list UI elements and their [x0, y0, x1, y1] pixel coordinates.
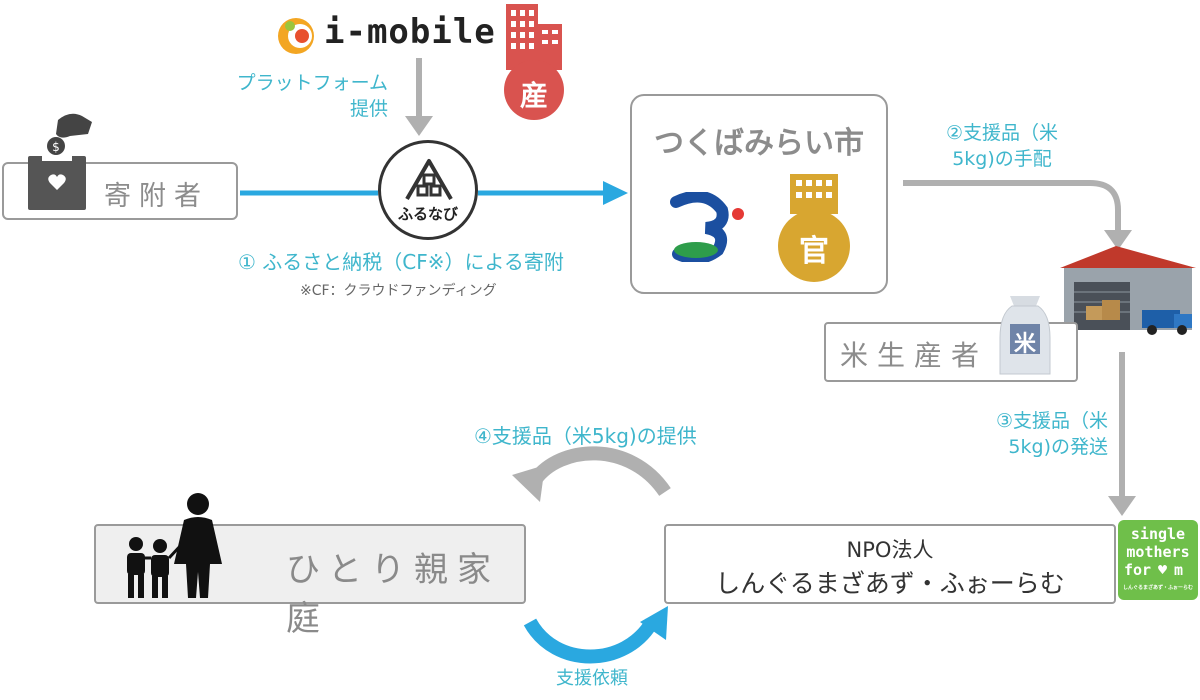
furunavi-label: ふるなび	[397, 205, 458, 223]
warehouse-icon	[1060, 246, 1196, 335]
building-icon	[504, 4, 564, 120]
smf-heart-icon: ♥	[1158, 561, 1168, 579]
provision-arrow	[529, 446, 671, 497]
rice-producer-label: 米生産者	[840, 339, 989, 372]
platform-arrow-head	[405, 116, 433, 136]
step2-line1: ②支援品（米	[945, 122, 1059, 144]
npo-line2: しんぐるまざあず・ふぉーらむ	[715, 569, 1065, 598]
ship-arrow-head	[1108, 496, 1136, 516]
smf-logo-subtext: しんぐるまざあず・ふぉーらむ	[1123, 585, 1193, 591]
arrange-arrow-head	[1104, 230, 1132, 250]
platform-note: プラットフォーム 提供	[210, 70, 388, 122]
step3-line1: ③支援品（米	[995, 410, 1108, 432]
provision-arrow-head	[512, 465, 545, 502]
gov-badge: 官	[772, 174, 856, 284]
smf-logo-line3: for	[1124, 561, 1152, 579]
gov-building-icon	[778, 174, 850, 282]
smf-logo-line1: single	[1130, 525, 1186, 543]
step3-line2: 5kg)の発送	[1008, 436, 1108, 458]
city-emblem-icon	[670, 192, 744, 262]
rice-bag-label: 米	[1013, 332, 1036, 357]
npo-line1: NPO法人	[846, 538, 934, 562]
imobile-logo-icon	[274, 14, 318, 58]
step2-label: ②支援品（米 5kg)の手配	[922, 120, 1082, 172]
city-name: つくばみらい市	[654, 126, 864, 161]
request-arrow	[523, 618, 659, 664]
furunavi-logo: ふるなび	[378, 140, 478, 240]
imobile-logo-text: i-mobile	[324, 12, 496, 52]
smf-logo-line2: mothers	[1126, 543, 1190, 561]
platform-note-line1: プラットフォーム	[236, 72, 388, 94]
smf-logo-line4: m	[1174, 561, 1184, 579]
svg-text:$: $	[52, 140, 60, 154]
arrange-arrow	[903, 180, 1121, 232]
family-label: ひとり親家庭	[286, 550, 500, 639]
gov-badge-label: 官	[799, 234, 829, 269]
donation-arrow-head	[603, 181, 628, 205]
step1-label: ① ふるさと納税（CF※）による寄附	[238, 250, 564, 274]
step2-line2: 5kg)の手配	[952, 148, 1052, 170]
step4-label: ④支援品（米5kg)の提供	[474, 424, 697, 448]
smf-logo: single mothers for ♥ m しんぐるまざあず・ふぉーらむ	[1118, 520, 1198, 600]
industry-badge: 産	[494, 2, 574, 122]
step1-footnote: ※CF：クラウドファンディング	[300, 283, 497, 299]
industry-badge-label: 産	[519, 79, 548, 112]
request-label: 支援依頼	[556, 668, 628, 689]
platform-note-line2: 提供	[349, 98, 388, 120]
city-box: つくばみらい市 官	[630, 94, 888, 294]
house-icon	[405, 159, 453, 201]
npo-box: NPO法人 しんぐるまざあず・ふぉーらむ	[664, 524, 1116, 604]
rice-bag-icon: 米	[998, 294, 1052, 378]
request-arrow-head	[640, 606, 668, 640]
donor-label: 寄附者	[104, 181, 209, 212]
step3-label: ③支援品（米 5kg)の発送	[960, 408, 1108, 460]
family-icon	[127, 493, 222, 598]
donation-box-icon: $	[22, 110, 96, 214]
